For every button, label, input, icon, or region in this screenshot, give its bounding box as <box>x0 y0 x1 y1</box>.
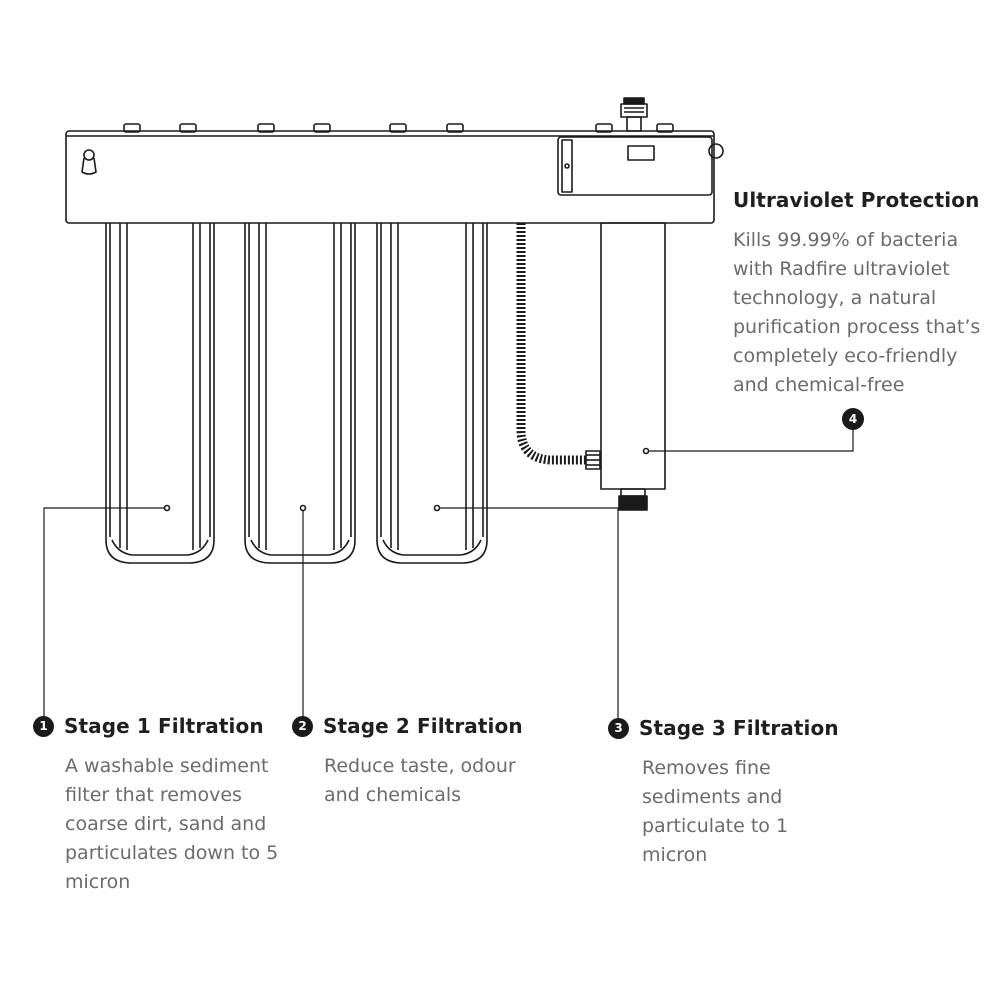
stage3-callout: 3 Stage 3 Filtration Removes fine sedime… <box>608 716 848 870</box>
stage1-title: Stage 1 Filtration <box>64 714 264 738</box>
uv-chamber <box>600 222 666 511</box>
top-bolts <box>123 123 674 133</box>
uv-callout: Ultraviolet Protection Kills 99.99% of b… <box>733 188 995 400</box>
uv-top-outlet <box>620 97 648 132</box>
filter-housing-1 <box>105 223 215 564</box>
stage2-badge: 2 <box>292 715 313 737</box>
uv-badge: 4 <box>842 408 864 430</box>
mounting-bracket <box>65 130 715 224</box>
uv-title: Ultraviolet Protection <box>733 188 980 212</box>
stage1-callout: 1 Stage 1 Filtration A washable sediment… <box>33 714 283 897</box>
stage2-title: Stage 2 Filtration <box>323 714 523 738</box>
stage1-description: A washable sediment filter that removes … <box>65 755 279 893</box>
uv-controller <box>557 136 724 196</box>
filter-housing-3 <box>376 223 488 564</box>
flexible-hose <box>516 223 601 470</box>
stage3-badge: 3 <box>608 717 629 739</box>
uv-description: Kills 99.99% of bacteria with Radfire ul… <box>733 229 981 396</box>
stage3-title: Stage 3 Filtration <box>639 716 839 740</box>
stage3-description: Removes fine sediments and particulate t… <box>642 757 789 866</box>
stage2-callout: 2 Stage 2 Filtration Reduce taste, odour… <box>292 714 542 810</box>
leader-lines <box>43 430 854 718</box>
stage1-badge: 1 <box>33 715 54 737</box>
filter-housing-2 <box>244 223 356 564</box>
stage2-description: Reduce taste, odour and chemicals <box>324 755 516 806</box>
